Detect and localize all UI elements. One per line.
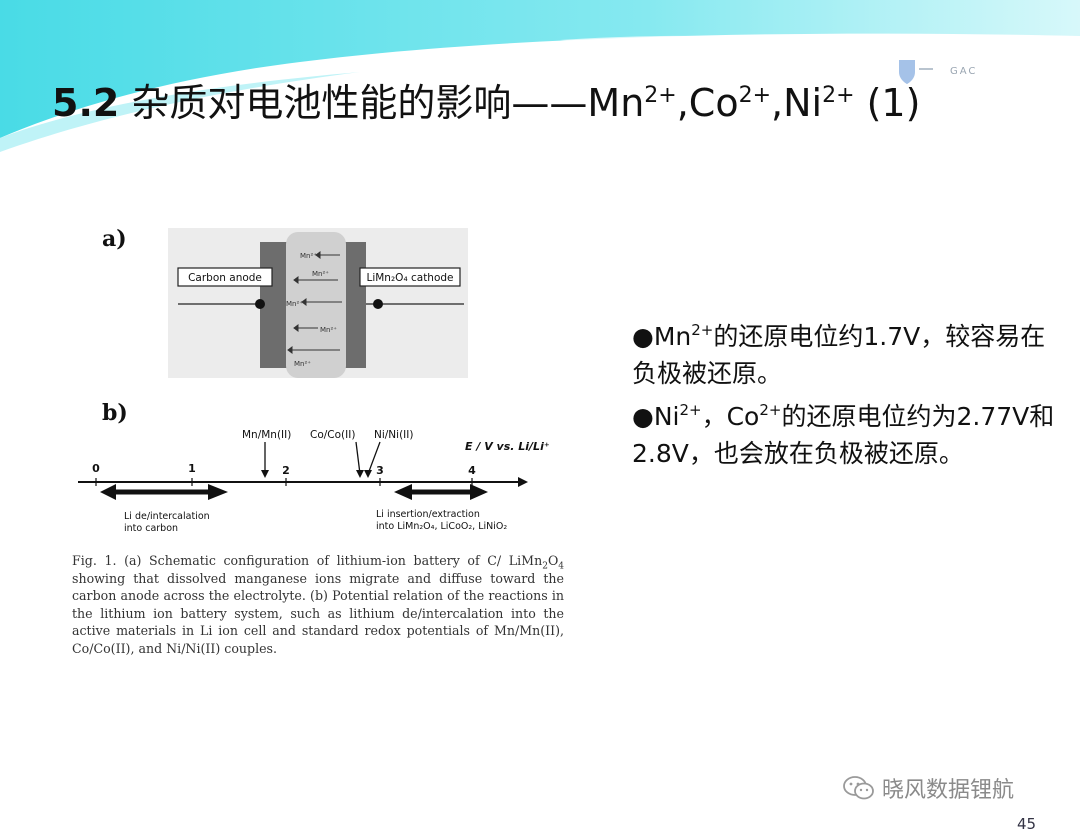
wechat-icon bbox=[843, 776, 874, 800]
anode-terminal bbox=[255, 299, 265, 309]
title-sup: 2+ bbox=[822, 83, 855, 108]
ion-arrows: Mn²⁺ Mn²⁺ Mn²⁺ Mn²⁺ Mn²⁺ bbox=[286, 251, 342, 368]
bullet-mn: ●Mn2+的还原电位约1.7V，较容易在负极被还原。 bbox=[632, 318, 1062, 392]
caption-part: Fig. 1. (a) Schematic configuration of l… bbox=[72, 553, 543, 568]
caption-part: O bbox=[547, 553, 559, 568]
company-logo bbox=[899, 60, 933, 84]
tick-4: 4 bbox=[468, 464, 476, 477]
electrolyte-region bbox=[286, 232, 346, 378]
title-part: ,Ni bbox=[771, 81, 823, 125]
page-number: 45 bbox=[1017, 815, 1037, 833]
bullet-text: ，Co bbox=[701, 402, 760, 431]
title-number: 5.2 bbox=[52, 81, 120, 125]
tick-2: 2 bbox=[282, 464, 290, 477]
title-tail: (1) bbox=[854, 81, 921, 125]
title-part: ,Co bbox=[676, 81, 739, 125]
title-sup: 2+ bbox=[644, 83, 677, 108]
logo-text: GAC bbox=[950, 66, 978, 77]
bullet-sup: 2+ bbox=[691, 321, 714, 339]
tick-0: 0 bbox=[92, 462, 100, 475]
caption-part: showing that dissolved manganese ions mi… bbox=[72, 570, 564, 656]
couple-co: Co/Co(II) bbox=[310, 429, 355, 441]
cathode-box bbox=[359, 267, 461, 287]
couple-ni: Ni/Ni(II) bbox=[374, 429, 413, 441]
slide-title: 5.2 杂质对电池性能的影响——Mn2+,Co2+,Ni2+ (1) bbox=[52, 72, 920, 127]
title-sup: 2+ bbox=[738, 83, 772, 108]
bullet-list: ●Mn2+的还原电位约1.7V，较容易在负极被还原。 ●Ni2+，Co2+的还原… bbox=[632, 318, 1062, 478]
tick-3: 3 bbox=[376, 464, 384, 477]
bullet-ni-co: ●Ni2+，Co2+的还原电位约为2.77V和2.8V，也会放在负极被还原。 bbox=[632, 398, 1062, 472]
bullet-text: 的还原电位约为2.77V和2.8V，也会放在负极被还原。 bbox=[632, 402, 1055, 468]
cathode-note-2: into LiMn₂O₄, LiCoO₂, LiNiO₂ bbox=[376, 521, 507, 532]
ion-label: Mn²⁺ bbox=[300, 252, 317, 260]
caption-sub: 4 bbox=[558, 561, 564, 572]
carbon-anode-label: Carbon anode bbox=[188, 272, 262, 284]
bullet-text: ●Mn bbox=[632, 322, 692, 351]
figure-label-a: a) bbox=[102, 226, 127, 252]
anode-note-2: into carbon bbox=[124, 523, 178, 534]
ion-label: Mn²⁺ bbox=[294, 360, 311, 368]
ion-label: Mn²⁺ bbox=[286, 300, 303, 308]
couple-mn: Mn/Mn(II) bbox=[242, 429, 291, 441]
bullet-sup: 2+ bbox=[679, 401, 702, 419]
figure-label-b: b) bbox=[102, 400, 128, 426]
carbon-anode-box bbox=[177, 267, 273, 287]
axis-label: E / V vs. Li/Li⁺ bbox=[465, 440, 550, 453]
ion-label: Mn²⁺ bbox=[312, 270, 329, 278]
cathode-label: LiMn₂O₄ cathode bbox=[366, 272, 453, 284]
figure-caption: Fig. 1. (a) Schematic configuration of l… bbox=[72, 552, 564, 658]
cathode-terminal bbox=[373, 299, 383, 309]
cathode-note-1: Li insertion/extraction bbox=[376, 509, 480, 520]
battery-schematic: Carbon anode LiMn₂O₄ cathode Mn²⁺ Mn²⁺ M… bbox=[168, 228, 468, 378]
bullet-sup: 2+ bbox=[759, 401, 782, 419]
watermark: 晓风数据锂航 bbox=[842, 772, 1014, 804]
anode-note-1: Li de/intercalation bbox=[124, 511, 210, 522]
header-swoosh bbox=[0, 0, 1080, 152]
bullet-text: 的还原电位约1.7V，较容易在负极被还原。 bbox=[632, 322, 1046, 388]
potential-scale: Mn/Mn(II) Co/Co(II) Ni/Ni(II) E / V vs. … bbox=[78, 429, 550, 534]
watermark-text: 晓风数据锂航 bbox=[882, 778, 1015, 803]
tick-1: 1 bbox=[188, 462, 196, 475]
caption-sub: 2 bbox=[542, 561, 548, 572]
ion-label: Mn²⁺ bbox=[320, 326, 337, 334]
bullet-text: ●Ni bbox=[632, 402, 680, 431]
title-main: 杂质对电池性能的影响——Mn bbox=[119, 81, 645, 125]
